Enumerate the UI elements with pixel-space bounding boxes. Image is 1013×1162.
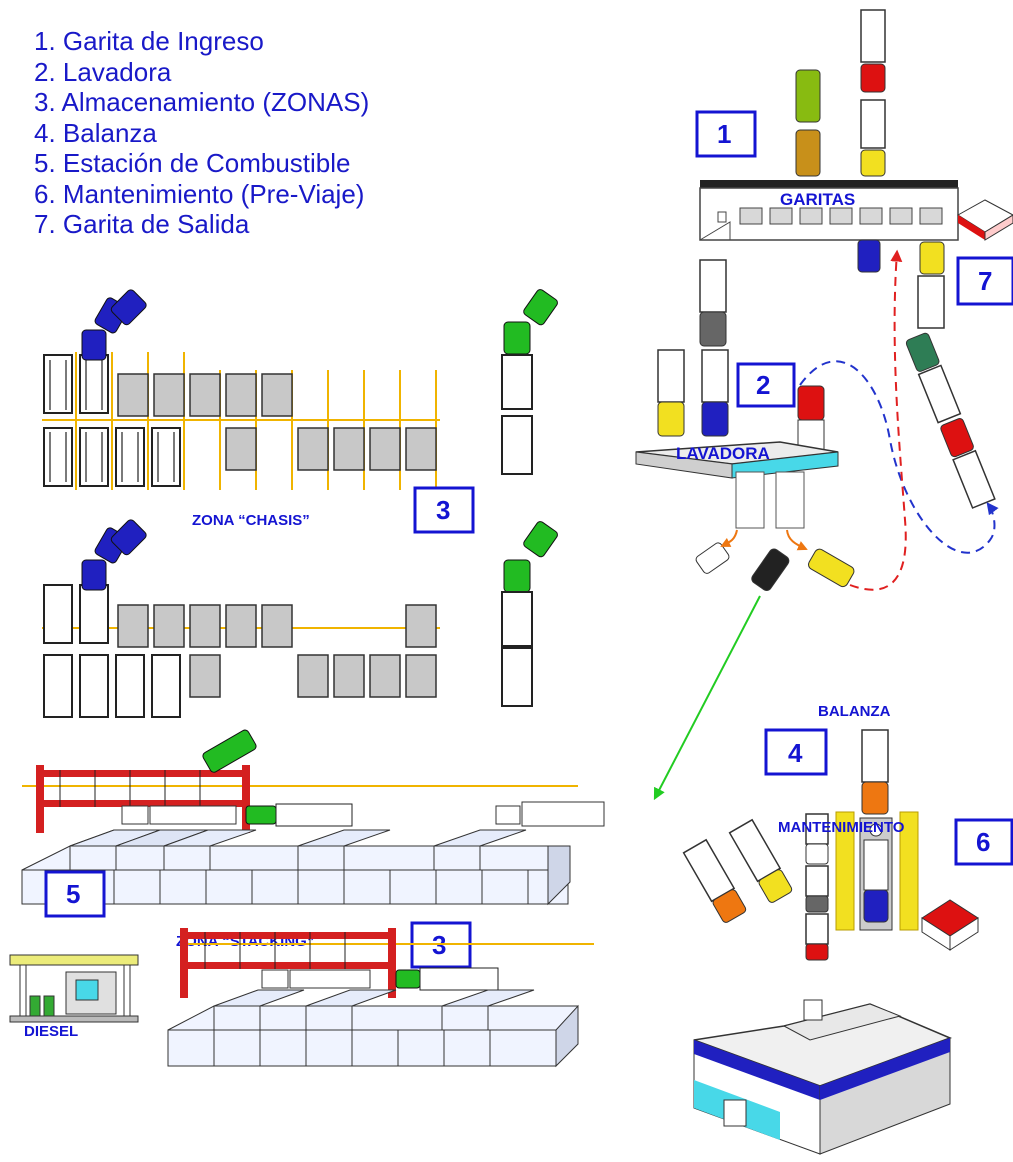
area-number: 4 [788, 738, 803, 768]
legend-item: 1. Garita de Ingreso [34, 26, 264, 56]
area-number-box [764, 728, 828, 776]
garita-salida-area: 7 [905, 199, 1013, 509]
legend-item: 3. Almacenamiento (ZONAS) [34, 87, 370, 117]
area-number: 6 [976, 827, 990, 857]
area-number-box [956, 256, 1013, 306]
legend-item: 2. Lavadora [34, 56, 172, 87]
route-green [653, 595, 761, 801]
diesel-label: DIESEL [24, 1023, 78, 1040]
chasis-row-1 [42, 289, 558, 629]
route-arrows [653, 249, 999, 801]
area-number-box [736, 362, 796, 408]
balanza-label: BALANZA [818, 703, 891, 720]
balanza-area: BALANZA 4 [764, 703, 979, 961]
mantenimiento-label: MANTENIMIENTO [778, 819, 905, 836]
legend-item: 4. Balanza [34, 117, 157, 148]
route-red-dashed [849, 249, 907, 591]
lavadora-label: LAVADORA [676, 444, 770, 463]
container-stack-2 [167, 989, 579, 1068]
legend-item: 7. Garita de Salida [34, 209, 250, 239]
area-number-box [954, 818, 1013, 866]
area-number: 2 [756, 370, 770, 400]
area-number-box [695, 110, 757, 158]
gate-roof-edge [700, 180, 958, 188]
legend-list: 1. Garita de Ingreso 2. Lavadora 3. Alma… [34, 26, 369, 240]
garitas-area: GARITAS 1 [695, 9, 959, 273]
zona-chasis-label: ZONA “CHASIS” [192, 512, 310, 529]
lavadora-area: LAVADORA 2 [635, 259, 855, 592]
diesel-area: 5 DIESEL [9, 870, 139, 1040]
legend-item: 5. Estación de Combustible [34, 148, 351, 178]
legend-item: 6. Mantenimiento (Pre-Viaje) [34, 178, 365, 209]
area-number: 7 [978, 266, 992, 296]
zona-stacking-area: ZONA “STACKING” 3 [21, 729, 605, 1068]
area-number-box [413, 486, 475, 534]
fuel-station-canopy [9, 954, 139, 966]
route-blue-dashed [799, 360, 999, 554]
gantry-crane-2 [180, 928, 396, 998]
zona-chasis-area: ZONA “CHASIS” 3 [42, 289, 558, 718]
chasis-row-2 [43, 519, 558, 718]
area-number: 5 [66, 879, 80, 909]
area-number: 1 [717, 119, 731, 149]
truck-queue-entry [795, 9, 886, 177]
mantenimiento-area: MANTENIMIENTO 6 [682, 818, 1013, 1155]
area-number: 3 [436, 495, 450, 525]
gantry-crane-1 [36, 765, 250, 833]
garitas-label: GARITAS [780, 190, 855, 209]
container-stack-1 [21, 829, 571, 906]
area-number-box [44, 870, 106, 918]
